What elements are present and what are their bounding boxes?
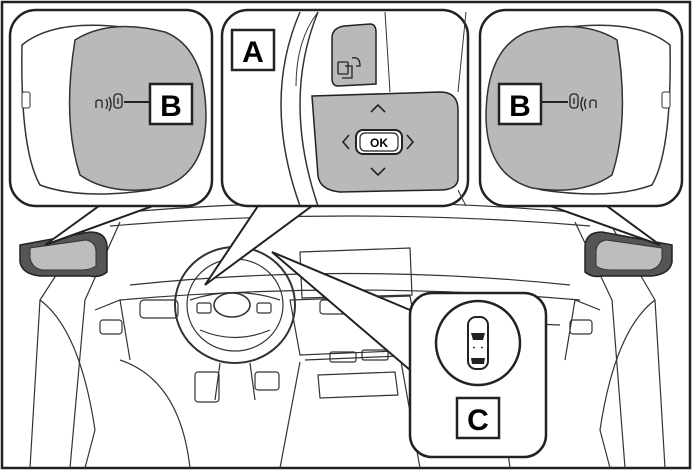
callout-b-left-box — [148, 82, 194, 126]
callout-a: A — [242, 36, 264, 69]
callout-b-left: B — [160, 90, 182, 123]
right-mirror-inset: B — [478, 8, 684, 208]
callout-b-right: B — [509, 90, 531, 123]
callout-b-right-box — [497, 82, 543, 126]
callout-c: C — [467, 404, 489, 437]
ok-button-label: OK — [370, 136, 388, 150]
callout-a-box — [230, 28, 276, 72]
screen-toggle-icon — [337, 57, 361, 79]
steering-switch-inset: OK A — [220, 8, 470, 208]
right-side-mirror — [584, 231, 673, 278]
down-arrow-icon — [370, 167, 386, 177]
left-arrow-icon — [341, 134, 350, 150]
indicator-inset: C — [408, 291, 548, 459]
blind-spot-indicator-icon — [95, 93, 123, 112]
callout-c-box — [455, 396, 501, 440]
ok-button — [355, 129, 403, 155]
blind-spot-indicator-icon-right — [569, 93, 597, 112]
up-arrow-icon — [370, 103, 386, 113]
right-arrow-icon — [406, 134, 415, 150]
left-mirror-inset: B — [8, 8, 214, 208]
left-side-mirror — [19, 231, 108, 278]
vehicle-top-view-icon — [467, 316, 489, 370]
